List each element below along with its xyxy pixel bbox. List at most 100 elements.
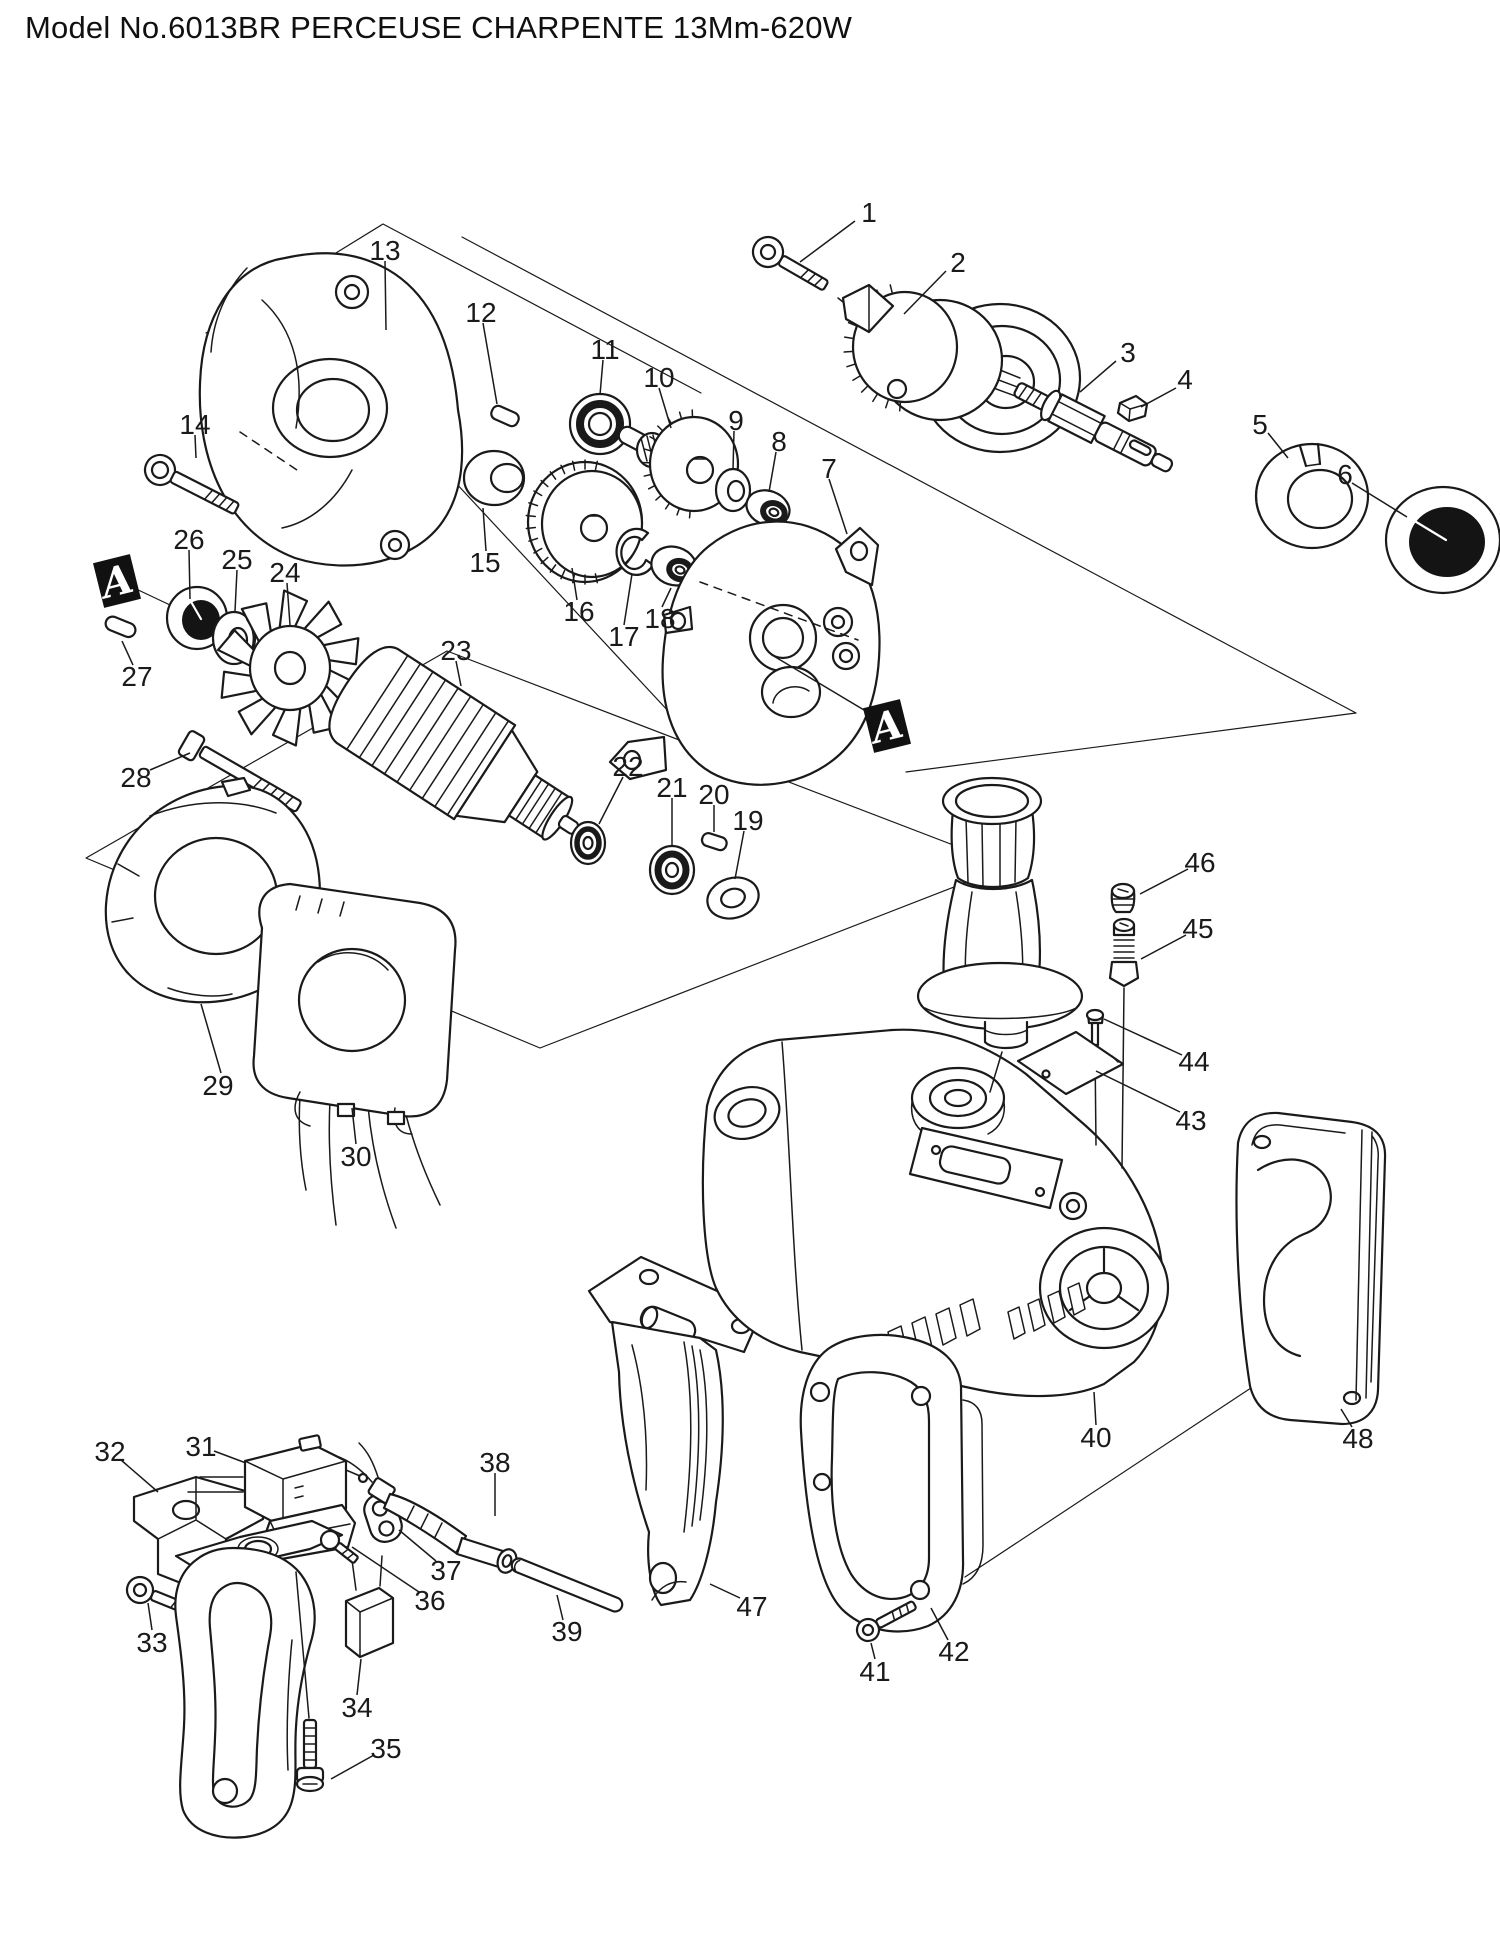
callout-leader-47 xyxy=(709,1583,741,1599)
gear-tooth xyxy=(644,448,653,452)
callout-1: 1 xyxy=(861,197,877,228)
callout-leader-44 xyxy=(1103,1018,1183,1056)
part-chuck xyxy=(837,283,1082,454)
callout-5: 5 xyxy=(1252,409,1268,440)
gear-tooth xyxy=(549,564,557,573)
gear-tooth xyxy=(657,425,664,432)
callout-leader-26 xyxy=(188,549,191,600)
section-marker-box xyxy=(863,699,911,753)
part-fan xyxy=(216,589,364,747)
gear-tooth xyxy=(533,547,543,554)
gear-tooth xyxy=(852,374,862,382)
callout-leader-22 xyxy=(598,776,624,825)
callout-29: 29 xyxy=(202,1070,233,1101)
callout-16: 16 xyxy=(563,596,594,627)
callout-30: 30 xyxy=(340,1141,371,1172)
callout-20: 20 xyxy=(698,779,729,810)
part-handle-cover-right xyxy=(1235,1111,1387,1426)
part-washer-9 xyxy=(714,467,752,513)
vent-slat xyxy=(1067,1282,1086,1316)
callout-43: 43 xyxy=(1175,1105,1206,1136)
vent-slat xyxy=(1027,1298,1046,1332)
callout-leader-23 xyxy=(455,660,462,687)
callout-24: 24 xyxy=(269,557,300,588)
callout-leader-46 xyxy=(1139,868,1189,895)
part-chuck-screw xyxy=(751,235,829,291)
gear-tooth xyxy=(528,537,539,542)
gear-tooth xyxy=(860,384,869,393)
part-handle xyxy=(174,1519,344,1839)
part-bearing-11 xyxy=(568,392,632,456)
part-washer-19 xyxy=(706,876,760,920)
callout-41: 41 xyxy=(859,1656,890,1687)
callout-leader-15 xyxy=(482,507,487,552)
callout-leader-11 xyxy=(599,359,604,396)
part-screw-14 xyxy=(143,453,240,515)
gear-tooth xyxy=(560,569,566,580)
part-tube xyxy=(510,1557,624,1613)
callout-leader-5 xyxy=(1267,432,1289,459)
section-marker-box xyxy=(93,554,141,608)
callout-36: 36 xyxy=(414,1585,445,1616)
callout-leader-7 xyxy=(828,478,848,535)
part-field xyxy=(252,882,457,1229)
callout-leader-4 xyxy=(1140,387,1177,408)
section-marker-a-2: A xyxy=(862,699,911,754)
callout-leader-9 xyxy=(732,430,735,471)
part-screw-41 xyxy=(855,1600,917,1643)
part-bearing-plate xyxy=(608,520,881,786)
part-inner-cover xyxy=(799,1333,984,1633)
callout-11: 11 xyxy=(590,334,619,365)
callout-leader-13 xyxy=(384,260,387,331)
callout-39: 39 xyxy=(551,1616,582,1647)
callout-15: 15 xyxy=(469,547,500,578)
callout-leader-19 xyxy=(734,830,745,880)
section-marker-layer: AA xyxy=(92,554,911,754)
part-key xyxy=(1116,394,1149,423)
section-marker-a-1: A xyxy=(92,554,141,609)
callout-42: 42 xyxy=(938,1636,969,1667)
callout-14: 14 xyxy=(179,409,210,440)
part-screw-35 xyxy=(295,1718,325,1793)
gear-tooth xyxy=(649,435,657,442)
callout-leader-6 xyxy=(1351,482,1408,518)
callout-leader-14 xyxy=(194,434,197,459)
gear-tooth xyxy=(664,502,671,510)
callout-32: 32 xyxy=(94,1436,125,1467)
callout-leader-34 xyxy=(356,1658,362,1696)
callout-leader-43 xyxy=(1095,1070,1181,1113)
gear-tooth xyxy=(898,401,902,412)
callout-leader-37 xyxy=(398,1529,437,1562)
callout-leader-42 xyxy=(930,1607,949,1641)
callout-leader-3 xyxy=(1079,360,1117,393)
callout-2: 2 xyxy=(950,247,966,278)
gear-tooth xyxy=(647,484,656,490)
part-spacer-15 xyxy=(462,449,526,507)
callout-leader-18 xyxy=(661,587,672,608)
page-title: Model No.6013BR PERCEUSE CHARPENTE 13Mm-… xyxy=(25,10,853,45)
gear-tooth xyxy=(643,473,652,477)
callout-26: 26 xyxy=(173,524,204,555)
part-motor-housing xyxy=(701,1028,1170,1398)
gear-tooth xyxy=(549,471,557,480)
part-spindle xyxy=(1013,382,1174,473)
callout-44: 44 xyxy=(1178,1046,1209,1077)
callout-23: 23 xyxy=(440,635,471,666)
gear-tooth xyxy=(540,479,549,488)
callout-leader-30 xyxy=(351,1107,357,1145)
gear-tooth xyxy=(560,464,566,475)
vent-slat xyxy=(935,1307,957,1346)
callout-28: 28 xyxy=(120,762,151,793)
gear-tooth xyxy=(872,392,879,403)
callout-leader-2 xyxy=(903,270,947,315)
gear-tooth xyxy=(594,460,599,471)
gear-tooth xyxy=(678,411,683,420)
part-side-handle xyxy=(916,776,1084,1093)
callout-9: 9 xyxy=(728,405,744,436)
callout-leader-24 xyxy=(286,582,291,626)
gear-tooth xyxy=(676,507,681,516)
diagram-drawing xyxy=(85,223,1500,1839)
callout-layer: 1234567891011121314151617181920212223242… xyxy=(94,197,1408,1780)
callout-48: 48 xyxy=(1342,1423,1373,1454)
